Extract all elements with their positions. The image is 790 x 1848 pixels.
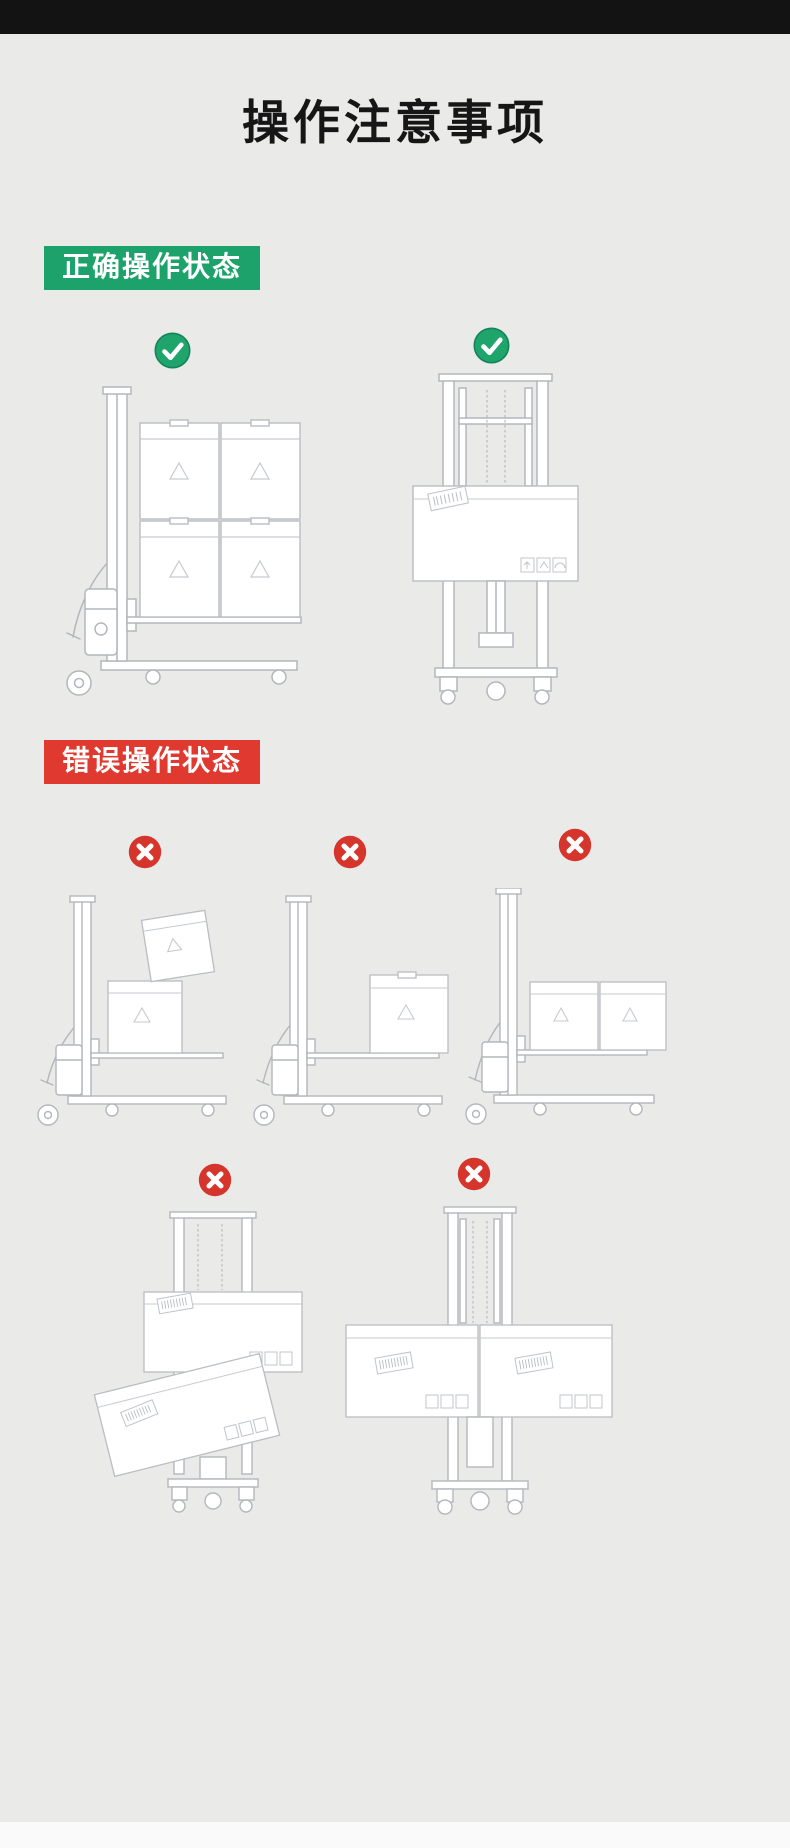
stacker-front-tilted-load-illustration	[93, 1211, 303, 1513]
cross-icon	[457, 1157, 491, 1191]
stacker-side-box-at-tip-illustration	[253, 895, 449, 1126]
bottom-page-edge	[0, 1822, 790, 1848]
figure-wrong-box-at-tip	[238, 895, 463, 1137]
stacker-front-wide-load-illustration	[345, 1206, 613, 1515]
figure-wrong-overhang	[452, 888, 672, 1138]
figure-wrong-tilted-load	[82, 1208, 332, 1520]
stacker-side-offset-stack-illustration	[37, 895, 227, 1126]
cross-icon	[128, 835, 162, 869]
top-divider-bar	[0, 0, 790, 34]
stacker-side-four-boxes-illustration	[66, 386, 302, 696]
figure-correct-front-load	[393, 368, 598, 708]
correct-section-badge: 正确操作状态	[44, 246, 261, 291]
figure-wrong-wide-load	[340, 1203, 620, 1518]
cross-icon	[558, 828, 592, 862]
figure-wrong-offset-stack	[20, 893, 260, 1138]
wrong-section-badge: 错误操作状态	[44, 740, 261, 785]
check-icon	[154, 332, 191, 369]
cross-icon	[198, 1163, 232, 1197]
cross-icon	[333, 835, 367, 869]
check-icon	[473, 327, 510, 364]
page-title: 操作注意事项	[242, 96, 548, 149]
stacker-front-centered-box-illustration	[412, 373, 579, 705]
figure-correct-side-load	[45, 383, 315, 713]
stacker-side-overhang-illustration	[465, 888, 667, 1125]
